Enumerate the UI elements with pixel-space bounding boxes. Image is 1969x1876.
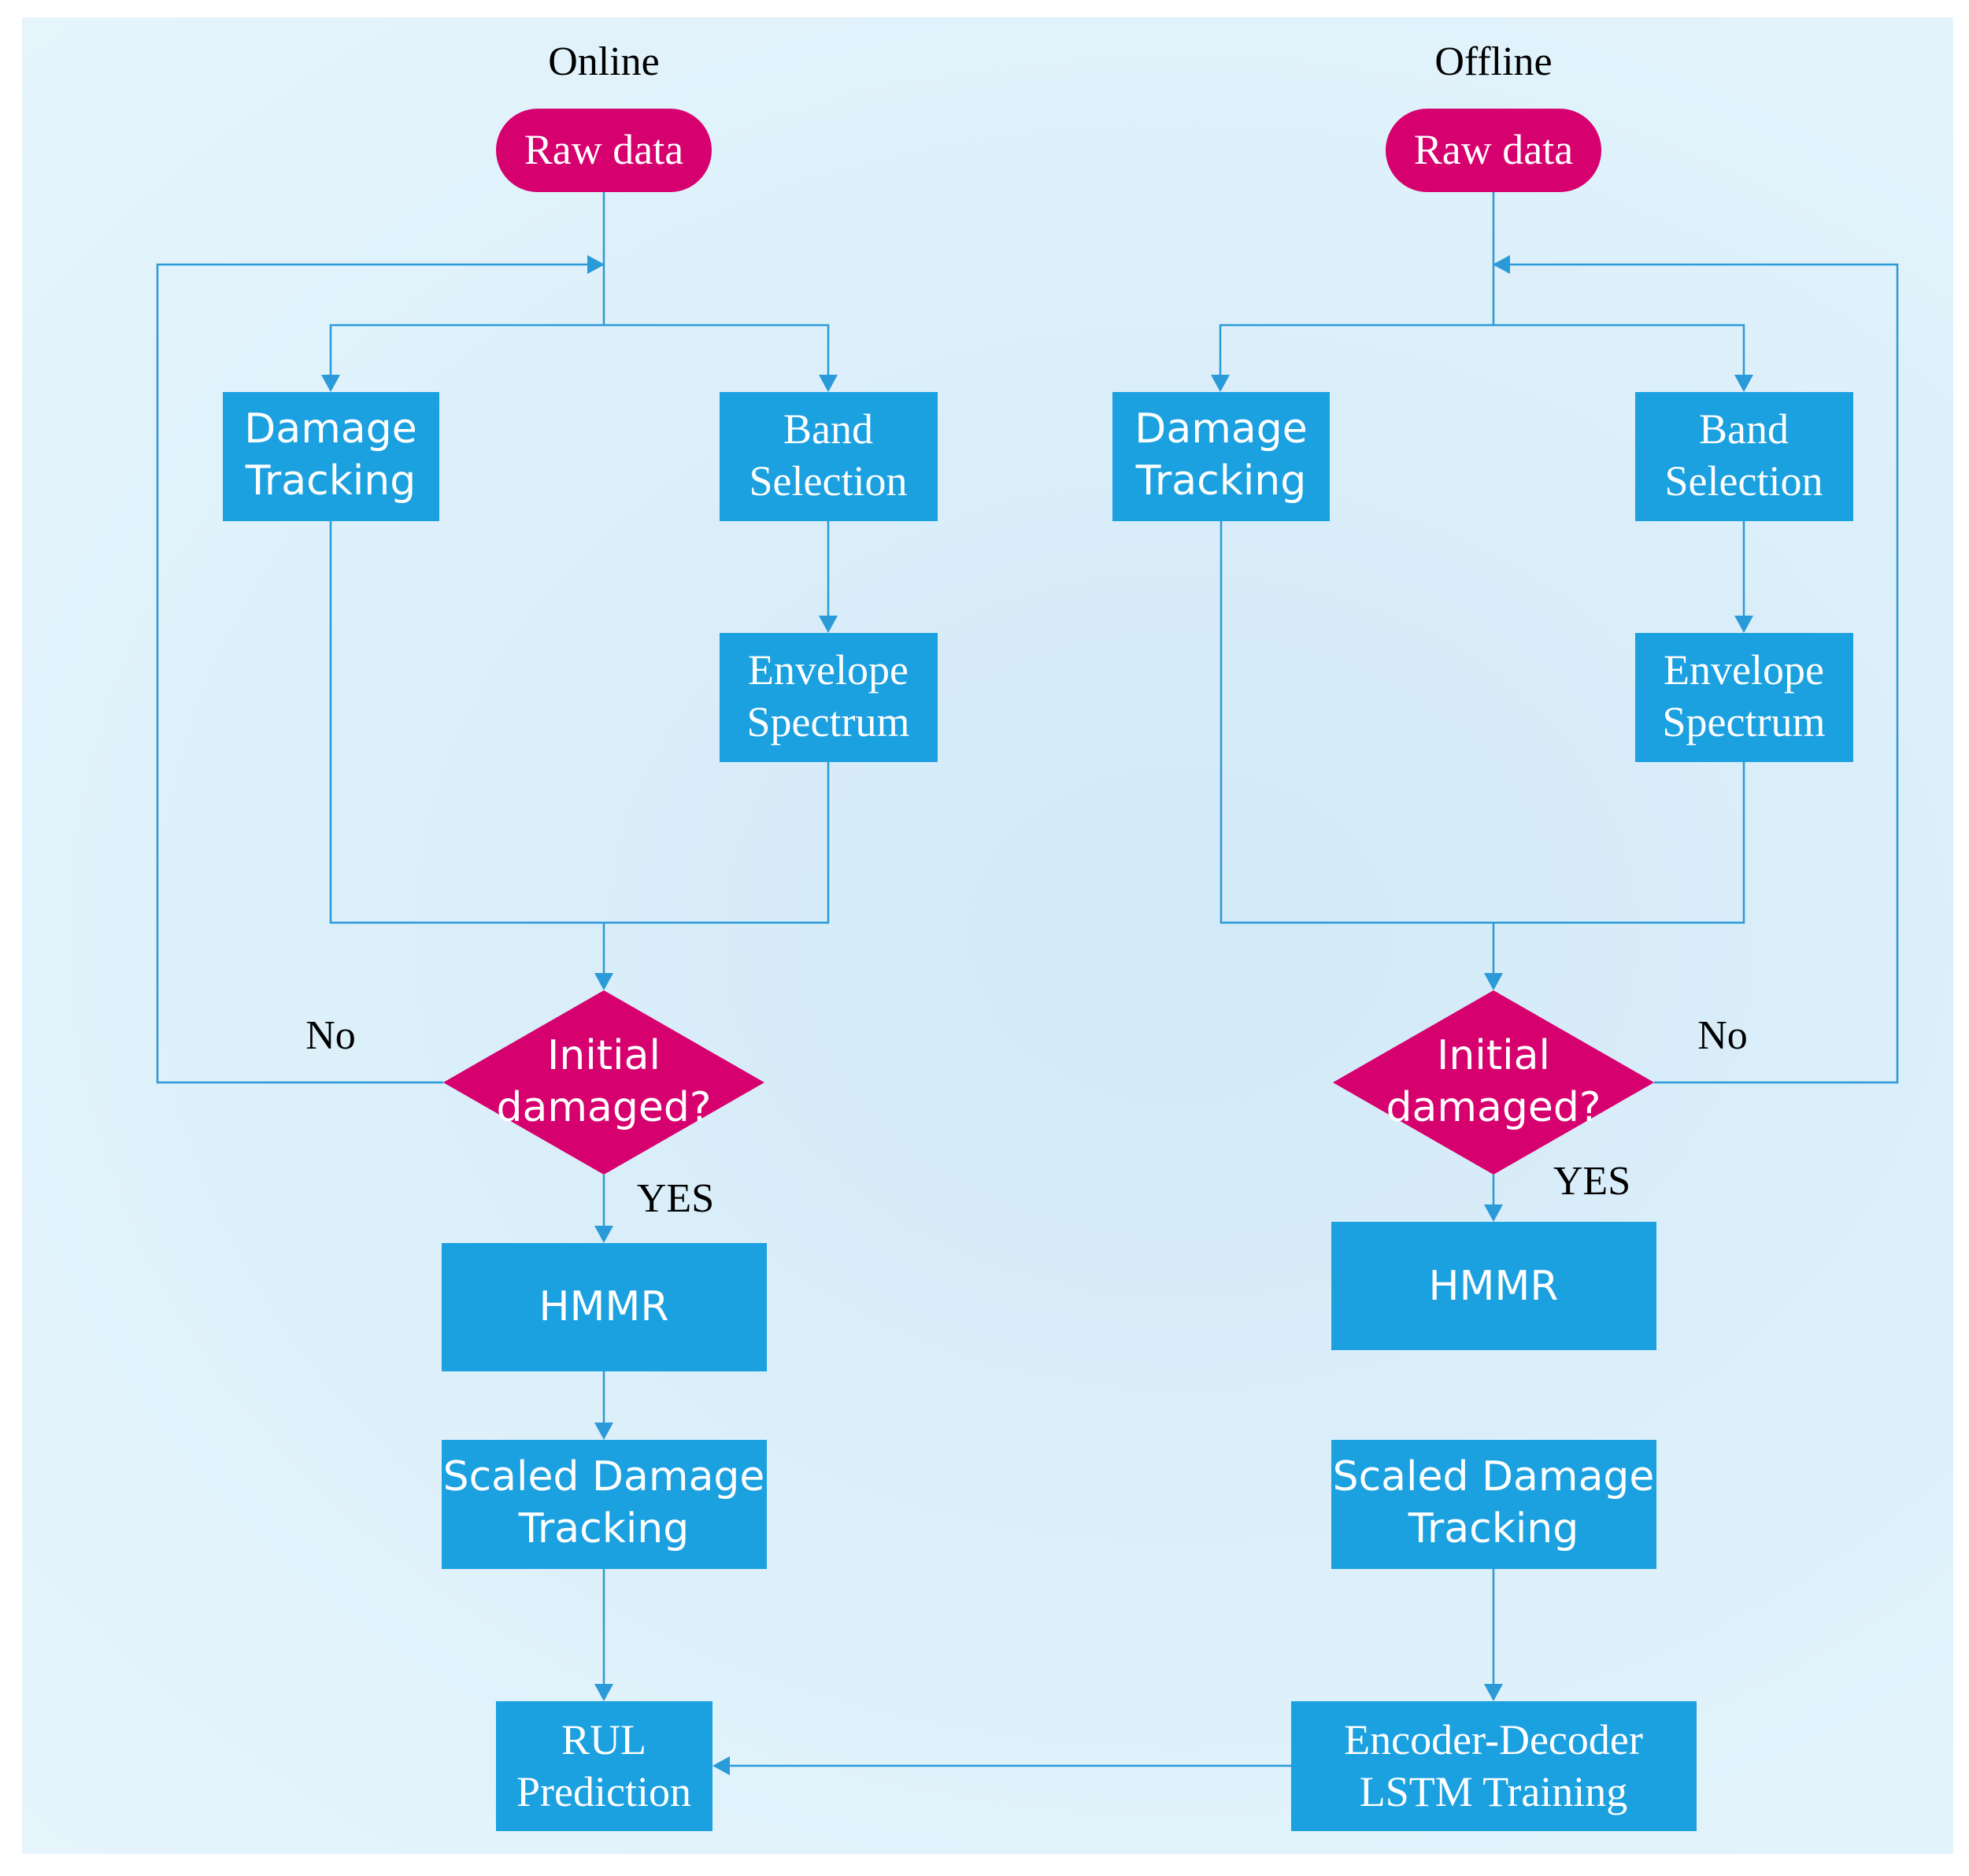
online-decision-line1: Initial	[547, 1032, 661, 1079]
offline-hmmr-box	[1331, 1222, 1656, 1350]
offline-envelope-spectrum-box	[1635, 633, 1853, 762]
online-heading: Online	[548, 39, 660, 84]
offline-connector-split	[1219, 324, 1745, 378]
offline-heading: Offline	[1434, 39, 1552, 84]
offline-damage-tracking-line1: Damage	[1134, 405, 1307, 453]
offline-lstm-training-line2: LSTM Training	[1360, 1768, 1628, 1815]
offline-decision-diamond	[1333, 990, 1654, 1175]
online-decision-line2: damaged?	[497, 1084, 712, 1131]
online-damage-tracking-box	[223, 392, 439, 521]
online-arrow-to-damage	[321, 375, 340, 392]
online-hmmr-box	[442, 1243, 767, 1371]
online-flow: Online Raw data Damage Tracking Band Sel…	[156, 39, 938, 1831]
online-arrow-to-hmmr	[594, 1226, 613, 1243]
offline-arrow-no-return	[1493, 255, 1510, 274]
online-arrow-to-envelope	[819, 616, 838, 633]
online-scaled-damage-tracking-box	[442, 1440, 767, 1569]
online-connector-split	[329, 324, 830, 378]
offline-hmmr-label: HMMR	[1429, 1263, 1559, 1310]
online-raw-data-label: Raw data	[524, 126, 683, 173]
offline-arrow-to-decision	[1484, 973, 1503, 990]
offline-damage-tracking-line2: Tracking	[1135, 457, 1306, 505]
online-raw-data-terminal	[496, 109, 712, 192]
online-damage-tracking-line2: Tracking	[245, 457, 416, 505]
online-decision-diamond	[443, 990, 764, 1175]
offline-envelope-spectrum-line2: Spectrum	[1663, 698, 1826, 746]
online-rul-prediction-box	[496, 1701, 712, 1831]
offline-no-label: No	[1697, 1013, 1748, 1058]
offline-arrow-to-envelope	[1734, 616, 1753, 633]
online-band-selection-line2: Selection	[749, 457, 908, 505]
online-scaled-damage-tracking-line2: Tracking	[518, 1505, 689, 1552]
online-damage-tracking-line1: Damage	[244, 405, 416, 453]
online-yes-label: YES	[637, 1176, 714, 1221]
offline-lstm-training-line1: Encoder-Decoder	[1344, 1716, 1643, 1763]
offline-raw-data-label: Raw data	[1414, 126, 1573, 173]
offline-arrow-to-hmmr	[1484, 1204, 1503, 1222]
offline-scaled-damage-tracking-line2: Tracking	[1408, 1505, 1579, 1552]
online-scaled-damage-tracking-line1: Scaled Damage	[443, 1453, 765, 1500]
online-arrow-to-band	[819, 375, 838, 392]
offline-band-selection-line1: Band	[1699, 405, 1789, 453]
offline-connector-merge	[1220, 521, 1745, 924]
online-no-label: No	[305, 1013, 356, 1058]
offline-yes-label: YES	[1553, 1159, 1630, 1204]
online-hmmr-label: HMMR	[539, 1283, 669, 1330]
online-no-loop	[156, 263, 590, 1084]
offline-lstm-training-box	[1291, 1701, 1697, 1831]
online-envelope-spectrum-line1: Envelope	[748, 646, 909, 694]
online-arrow-to-rul	[594, 1684, 613, 1701]
offline-arrow-to-damage	[1211, 375, 1230, 392]
offline-band-selection-line2: Selection	[1665, 457, 1823, 505]
online-rul-prediction-line2: Prediction	[516, 1768, 691, 1815]
offline-decision-line1: Initial	[1437, 1032, 1550, 1079]
offline-envelope-spectrum-line1: Envelope	[1664, 646, 1824, 694]
offline-no-loop	[1507, 263, 1899, 1084]
online-band-selection-line1: Band	[783, 405, 873, 453]
offline-raw-data-terminal	[1386, 109, 1601, 192]
offline-arrow-to-lstm	[1484, 1684, 1503, 1701]
online-arrow-to-scaled	[594, 1423, 613, 1440]
online-arrow-no-return	[587, 255, 605, 274]
offline-flow: Offline Raw data Damage Tracking Band Se…	[712, 39, 1899, 1831]
offline-band-selection-box	[1635, 392, 1853, 521]
online-arrow-to-decision	[594, 973, 613, 990]
arrow-to-rul-from-lstm	[712, 1756, 730, 1775]
offline-scaled-damage-tracking-box	[1331, 1440, 1656, 1569]
offline-decision-line2: damaged?	[1386, 1084, 1601, 1131]
online-rul-prediction-line1: RUL	[561, 1716, 646, 1763]
online-envelope-spectrum-box	[720, 633, 938, 762]
online-envelope-spectrum-line2: Spectrum	[747, 698, 910, 746]
offline-arrow-to-band	[1734, 375, 1753, 392]
offline-damage-tracking-box	[1112, 392, 1330, 521]
offline-scaled-damage-tracking-line1: Scaled Damage	[1333, 1453, 1655, 1500]
online-connector-merge	[329, 521, 830, 924]
online-band-selection-box	[720, 392, 938, 521]
